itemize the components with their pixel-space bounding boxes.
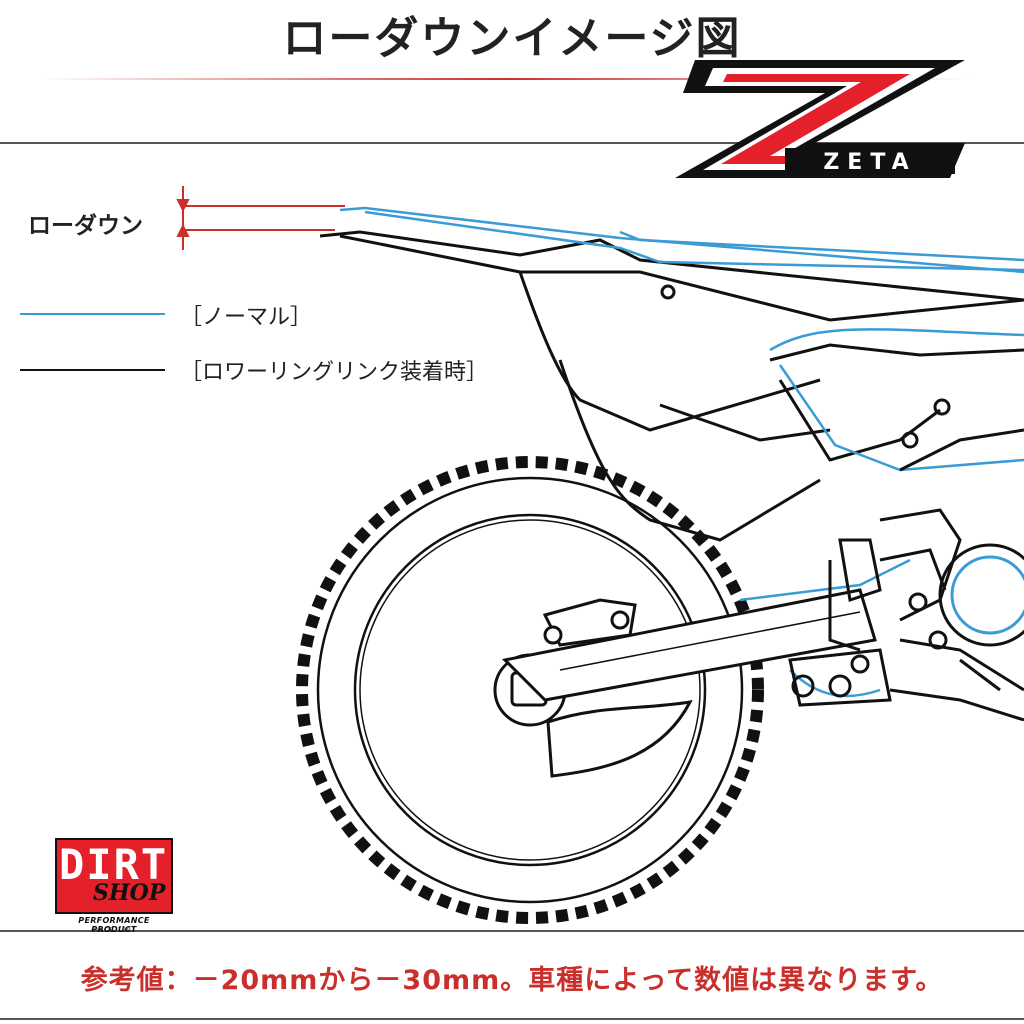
engine-block <box>828 428 1024 692</box>
zeta-logo-icon: ZETA <box>675 60 965 178</box>
dirt-shop-sub: SHOP <box>93 880 166 906</box>
legend-normal-line <box>20 313 165 315</box>
legend-lowered-line <box>20 369 165 371</box>
normal-rear-body <box>339 206 1024 698</box>
dirt-shop-tagline: PERFORMANCE PRODUCT <box>78 916 150 934</box>
dirt-shop-main: DIRT <box>59 840 169 889</box>
frame-top-rule <box>0 142 1024 144</box>
legend-lowered-label: ［ロワーリングリンク装着時］ <box>180 360 489 385</box>
legend-normal-label: ［ノーマル］ <box>180 305 313 330</box>
zeta-logo: ZETA <box>665 48 985 188</box>
dirt-shop-logo: DIRT SHOP PERFORMANCE PRODUCT SINCE 1991 <box>55 838 175 934</box>
frame-footer-rule <box>0 1018 1024 1020</box>
title-divider <box>40 78 970 80</box>
chain-guard <box>546 700 693 778</box>
lowdown-dimension <box>176 186 345 250</box>
lowering-link <box>788 648 1024 722</box>
dirt-shop-since: SINCE 1991 <box>91 927 137 934</box>
page-title: ローダウンイメージ図 <box>282 13 742 64</box>
zeta-logo-text: ZETA <box>823 150 916 175</box>
footer-note: 参考値：－20mmから－30mm。車種によって数値は異なります。 <box>80 965 944 996</box>
lowered-rear-body <box>319 230 1024 542</box>
dirt-shop-badge: DIRT SHOP <box>55 838 173 914</box>
swingarm <box>501 588 877 702</box>
frame-bottom-rule <box>0 930 1024 932</box>
lowdown-label: ローダウン <box>28 213 143 239</box>
